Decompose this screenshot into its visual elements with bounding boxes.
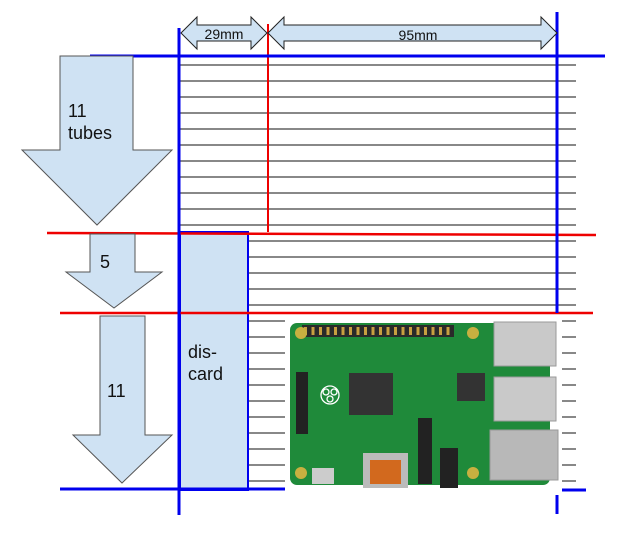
gpio-pin xyxy=(394,327,397,335)
gpio-pin xyxy=(439,327,442,335)
down-arrow-5 xyxy=(64,233,164,309)
gpio-pin xyxy=(416,327,420,335)
down-arrow-11 xyxy=(71,315,174,484)
gpio-pin xyxy=(319,327,322,335)
discard-label-1: dis- xyxy=(188,342,217,362)
gpio-pin xyxy=(349,327,352,335)
discard-label-2: card xyxy=(188,364,223,384)
gpio-pin xyxy=(431,327,435,335)
dimension-label-29mm: 29mm xyxy=(205,26,244,42)
gpio-pin xyxy=(371,327,375,335)
gpio-pin xyxy=(334,327,337,335)
dimension-arrow-95mm xyxy=(267,15,558,51)
gpio-pin xyxy=(364,327,367,335)
arrow-label-5: 5 xyxy=(100,252,110,272)
down-arrow-11-tubes xyxy=(20,55,174,226)
raspberry-pi-board-icon xyxy=(290,321,559,488)
arrow-label-tubes: tubes xyxy=(68,123,112,143)
gpio-pin xyxy=(386,327,390,335)
arrow-label-11-bottom: 11 xyxy=(107,381,126,401)
gpio-pin xyxy=(409,327,412,335)
gpio-pin xyxy=(356,327,360,335)
gpio-pin xyxy=(379,327,382,335)
discard-box xyxy=(179,231,249,491)
gpio-pin xyxy=(326,327,330,335)
gpio-pin xyxy=(424,327,427,335)
gpio-pin xyxy=(341,327,345,335)
dimension-arrow-29mm xyxy=(180,15,268,51)
arrow-label-11: 11 xyxy=(68,101,87,121)
dimension-label-95mm: 95mm xyxy=(399,27,438,43)
gpio-pin xyxy=(311,327,315,335)
tube-lines xyxy=(180,64,576,482)
gpio-pin xyxy=(401,327,405,335)
red-horizontal-line-1 xyxy=(46,231,597,237)
gpio-pin xyxy=(446,327,450,335)
